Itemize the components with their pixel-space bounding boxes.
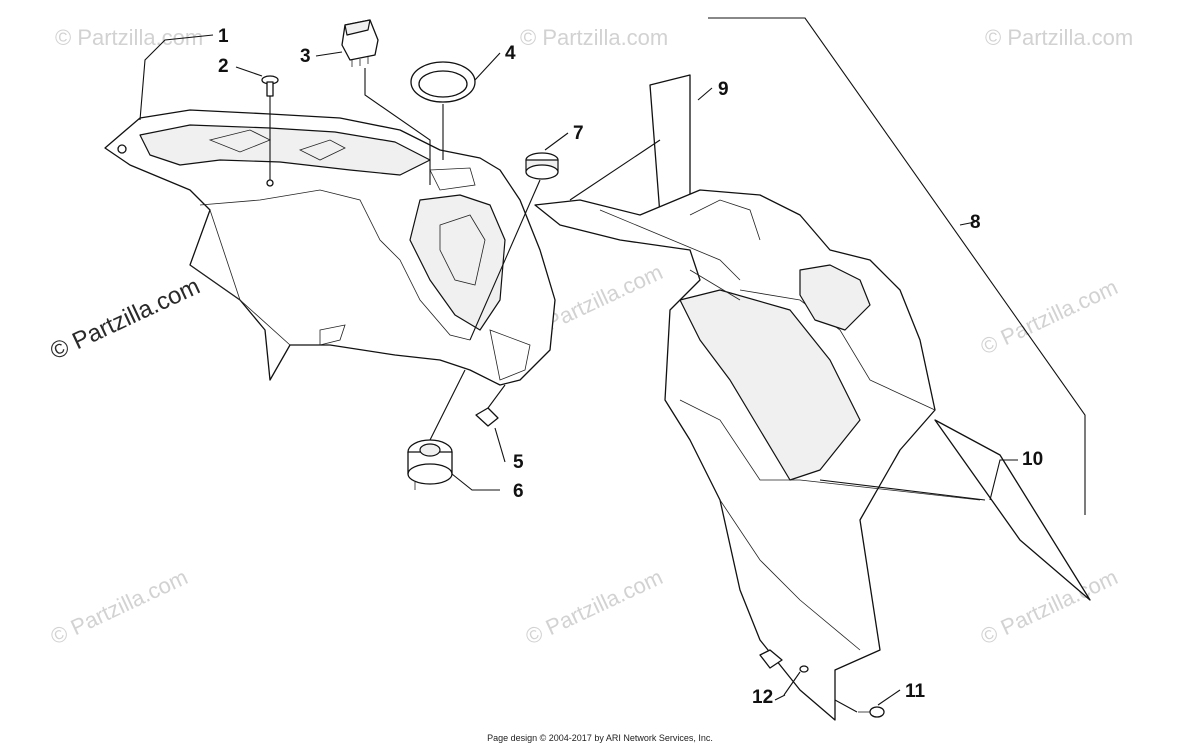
callout-10: 10: [1022, 449, 1043, 470]
watermark: © Partzilla.com: [47, 564, 192, 649]
callout-8: 8: [970, 212, 981, 233]
watermark: © Partzilla.com: [985, 25, 1133, 50]
watermark: © Partzilla.com: [522, 564, 667, 649]
dash-panel-left: [104, 109, 556, 386]
callout-7: 7: [573, 123, 584, 144]
callout-12: 12: [752, 687, 773, 708]
rocker-switch-part-3: [341, 19, 431, 185]
callout-2: 2: [218, 56, 229, 77]
key-switch-part-6: [407, 369, 466, 490]
dash-panel-right: [534, 74, 1091, 721]
callout-1: 1: [218, 26, 229, 47]
watermark: © Partzilla.com: [55, 25, 203, 50]
callout-9: 9: [718, 79, 729, 100]
callout-labels: 1 2 3 4 5 6 7 8 9 10 11 12: [218, 26, 1043, 708]
watermark-brand: © Partzilla.com: [46, 273, 204, 366]
screw-part-2: [261, 75, 279, 180]
bolt-part-11: [834, 699, 885, 718]
ring-part-4: [410, 61, 476, 160]
callout-4: 4: [505, 43, 516, 64]
cap-part-7: [469, 152, 559, 341]
watermark: © Partzilla.com: [977, 564, 1122, 649]
clip-part-5: [475, 384, 506, 427]
callout-5: 5: [513, 452, 524, 473]
callout-leaders: [139, 34, 976, 706]
page-footer: Page design © 2004-2017 by ARI Network S…: [487, 733, 713, 743]
callout-6: 6: [513, 481, 524, 502]
callout-11: 11: [905, 681, 926, 702]
leaders-right: [569, 17, 1086, 515]
watermark: © Partzilla.com: [520, 25, 668, 50]
callout-3: 3: [300, 46, 311, 67]
watermark: © Partzilla.com: [977, 274, 1122, 359]
clip-part-12: [759, 649, 809, 696]
